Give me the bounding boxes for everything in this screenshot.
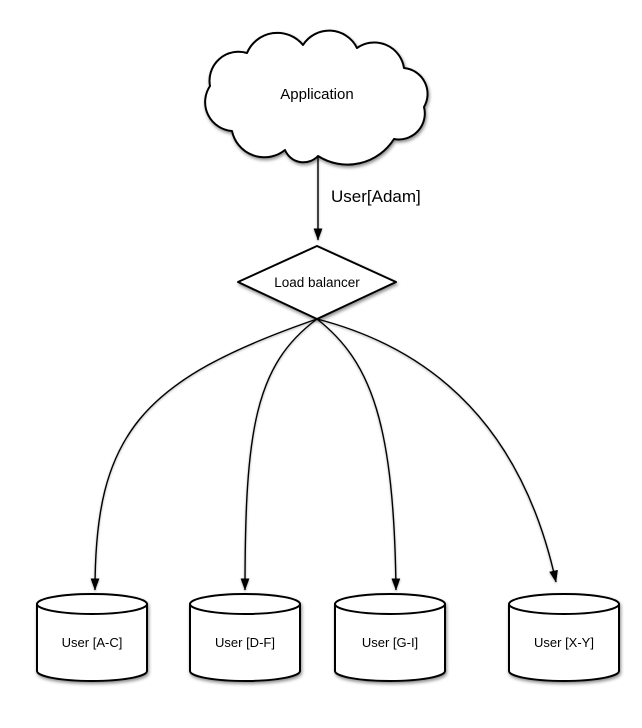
shard-label-a-c: User [A-C] <box>62 635 123 650</box>
cylinder-top <box>508 593 620 615</box>
diamond-shape <box>237 245 397 320</box>
cylinder-body <box>508 603 620 682</box>
edge-lb-to-shard-d-f <box>240 318 318 591</box>
shard-label-d-f: User [D-F] <box>215 635 275 650</box>
cylinder-body <box>189 603 301 682</box>
shard-label-g-i: User [G-I] <box>362 635 418 650</box>
cylinder-top <box>189 593 301 615</box>
application-label: Application <box>280 86 353 103</box>
edge-lb-to-shard-g-i <box>316 318 401 591</box>
cylinder-body <box>334 603 446 682</box>
shard-cylinder-a-c: User [A-C] <box>36 593 148 682</box>
cloud-shape <box>204 29 429 166</box>
load-balancer-diamond-node: Load balancer <box>237 245 397 320</box>
edge-lb-to-shard-x-y <box>316 318 558 583</box>
load-balancer-label: Load balancer <box>274 275 360 290</box>
shard-cylinder-g-i: User [G-I] <box>334 593 446 682</box>
edge-lb-to-shard-a-c <box>90 318 318 591</box>
shard-label-x-y: User [X-Y] <box>534 635 594 650</box>
edge-label-user-adam: User[Adam] <box>331 187 421 206</box>
cylinder-body <box>36 603 148 682</box>
application-cloud-node: Application <box>204 29 429 166</box>
shard-cylinder-d-f: User [D-F] <box>189 593 301 682</box>
cylinder-top <box>36 593 148 615</box>
cylinder-top <box>334 593 446 615</box>
shard-cylinder-x-y: User [X-Y] <box>508 593 620 682</box>
edges-load-balancer-to-shards <box>90 318 558 591</box>
